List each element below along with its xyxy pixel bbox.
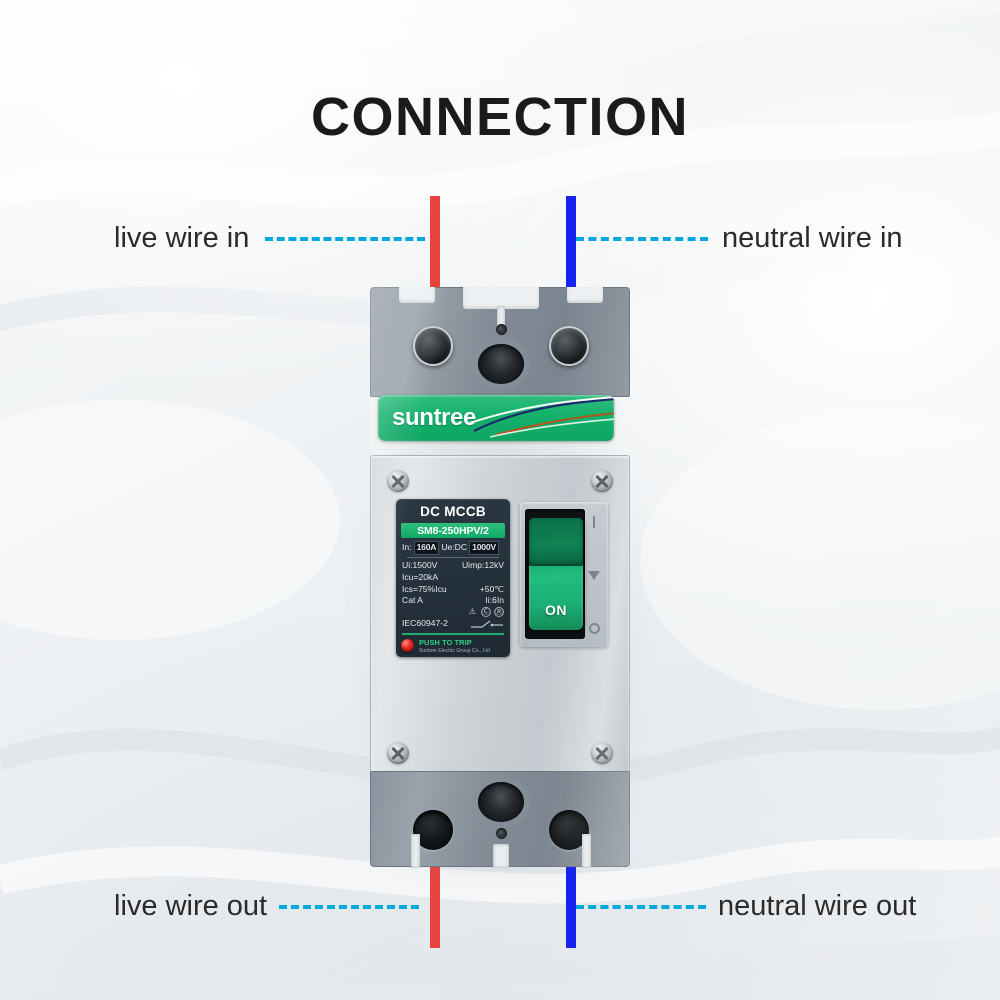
nameplate-ui: Ui:1500V — [402, 559, 438, 570]
callout-neutral-wire-in-label: neutral wire in — [722, 222, 903, 254]
nameplate-ii: Ii:6In — [485, 595, 504, 606]
top-terminal-screw-live — [413, 326, 453, 366]
bottom-center-mount-hole — [478, 782, 524, 822]
nameplate-row-ics: Ics=75%Icu +50℃ — [402, 584, 504, 596]
body-screw-bottom-left — [387, 742, 409, 764]
nameplate-in-label: In: — [402, 542, 412, 552]
bottom-center-slot — [493, 844, 509, 868]
push-to-trip-label: PUSH TO TRIP — [419, 637, 472, 647]
switch-assembly: ON — [520, 502, 608, 647]
bottom-slot-right — [582, 834, 591, 868]
nameplate-standard: IEC60947-2 — [402, 618, 448, 629]
bottom-center-pin — [496, 828, 507, 839]
nameplate-ue-label: Ue:DC — [441, 542, 468, 552]
nameplate-divider-2 — [402, 633, 504, 635]
trip-section: PUSH TO TRIP Suntree Electric Group Co.,… — [396, 635, 510, 654]
nameplate-ue-value: 1000V — [469, 541, 499, 555]
callout-neutral-wire-out-label: neutral wire out — [718, 890, 917, 922]
rohs-mark-icon: Ⓡ — [494, 607, 504, 618]
brand-logo-text: suntree — [392, 404, 476, 431]
neutral-wire-in-conductor — [566, 196, 576, 292]
top-terminal-block — [370, 287, 630, 397]
top-center-mount-hole — [478, 344, 524, 384]
switch-rocker[interactable]: ON — [529, 518, 583, 630]
wiring-diagram-icon — [471, 620, 503, 628]
switch-state-label: ON — [545, 602, 567, 618]
top-terminal-screw-neutral — [549, 326, 589, 366]
callout-live-wire-in-leader — [265, 236, 426, 241]
callout-neutral-wire-in: neutral wire in — [576, 222, 903, 255]
callout-live-wire-in-label: live wire in — [114, 222, 250, 254]
switch-position-marks — [585, 516, 603, 634]
nameplate-model: SM8-250HPV/2 — [401, 523, 505, 538]
callout-live-wire-out-label: live wire out — [114, 890, 268, 922]
top-notch-right — [567, 287, 603, 303]
nameplate-row-icu: Icu=20kA — [402, 572, 504, 584]
body-screw-top-left — [387, 470, 409, 492]
switch-trip-mark-icon — [588, 571, 600, 580]
nameplate-row-standard: IEC60947-2 — [402, 618, 504, 630]
neutral-wire-out-conductor — [566, 836, 576, 948]
callout-neutral-wire-out: neutral wire out — [576, 890, 916, 923]
callout-neutral-wire-in-leader — [576, 236, 708, 241]
top-notch-center — [463, 287, 539, 309]
nameplate-certification-symbols: ⚠ Ⓒ Ⓡ — [396, 607, 510, 618]
dc-mccb-device: suntree DC MCCB SM8-250HPV/2 In: 160A Ue… — [354, 287, 646, 873]
bottom-slot-left — [411, 834, 420, 868]
nameplate-cat: Cat A — [402, 595, 424, 606]
switch-off-mark-icon — [588, 623, 600, 634]
nameplate-icu: Icu=20kA — [402, 571, 439, 582]
callout-live-wire-out-leader — [279, 904, 420, 909]
nameplate-type-title: DC MCCB — [420, 504, 486, 519]
nameplate-row-current: In: 160A Ue:DC 1000V — [402, 541, 504, 555]
switch-on-mark-icon — [593, 516, 595, 528]
warning-triangle-icon: ⚠ — [468, 607, 477, 617]
brand-band: suntree — [378, 395, 614, 441]
callout-live-wire-in: live wire in — [114, 222, 426, 255]
live-wire-in-conductor — [430, 196, 440, 292]
ce-mark-icon: Ⓒ — [481, 607, 491, 618]
nameplate-temp: +50℃ — [479, 583, 504, 594]
nameplate-row-ui: Ui:1500V Uimp:12kV — [402, 560, 504, 572]
manufacturer-label: Suntree Electric Group Co., Ltd — [419, 647, 490, 654]
bottom-terminal-block — [370, 771, 630, 868]
top-center-pin — [496, 324, 507, 335]
nameplate-uimp: Uimp:12kV — [461, 559, 504, 570]
body-screw-bottom-right — [591, 742, 613, 764]
body-screw-top-right — [591, 470, 613, 492]
live-wire-out-conductor — [430, 836, 440, 948]
callout-live-wire-out: live wire out — [114, 890, 420, 923]
callout-neutral-wire-out-leader — [576, 904, 706, 909]
nameplate-row-cat: Cat A Ii:6In — [402, 595, 504, 607]
page-title: CONNECTION — [311, 87, 689, 147]
nameplate: DC MCCB SM8-250HPV/2 In: 160A Ue:DC 1000… — [396, 499, 510, 657]
nameplate-ics: Ics=75%Icu — [402, 583, 447, 594]
push-to-trip-button[interactable] — [401, 639, 414, 653]
top-center-slot — [497, 306, 505, 332]
brand-swoosh-icon — [469, 396, 614, 438]
nameplate-divider-1 — [407, 556, 499, 558]
top-notch-left — [399, 287, 435, 303]
nameplate-in-value: 160A — [413, 541, 440, 555]
